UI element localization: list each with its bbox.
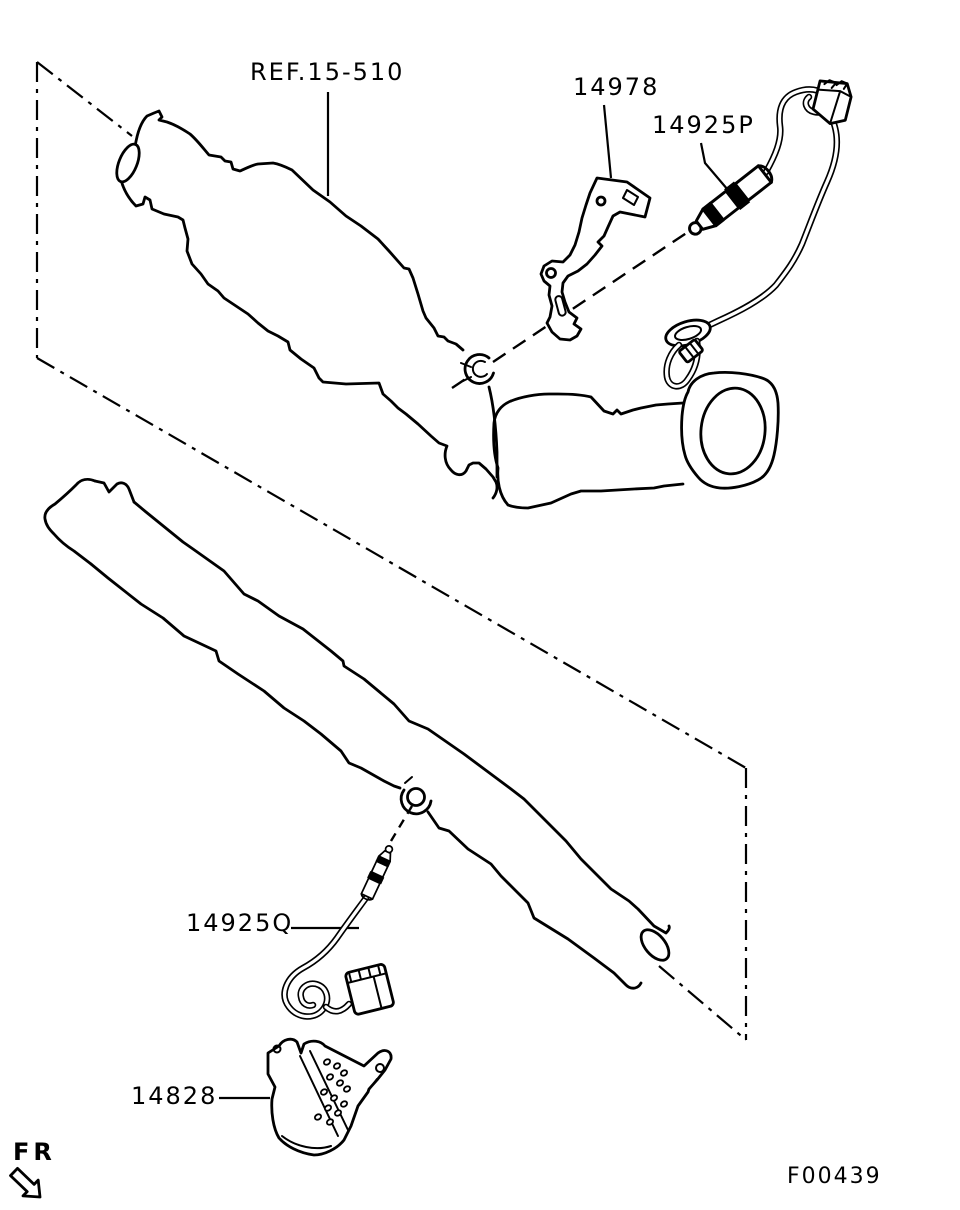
rear-sensor-alignment-line xyxy=(389,805,414,842)
assembly-boundary-lines xyxy=(35,61,748,1041)
heat-shield-14828-drawing xyxy=(266,1037,393,1157)
sensor-boss xyxy=(399,776,433,816)
harness-fitting xyxy=(678,338,704,364)
part-label-14925Q[interactable]: 14925Q xyxy=(186,909,294,937)
part-label-14925P[interactable]: 14925P xyxy=(652,111,755,139)
oxygen-sensor-14925P-drawing xyxy=(663,79,853,390)
part-label-14978[interactable]: 14978 xyxy=(573,73,660,101)
fr-direction-arrow-icon xyxy=(9,1167,42,1199)
front-direction-label: FR xyxy=(13,1138,56,1166)
bracket-14978-drawing xyxy=(539,176,652,342)
oxygen-sensor-14925Q-drawing xyxy=(281,842,399,1020)
figure-code-label: F00439 xyxy=(787,1164,882,1189)
ref-label[interactable]: REF.15-510 xyxy=(250,58,405,86)
front-sensor-alignment-line xyxy=(451,231,689,389)
rear-pipe-fitting-drawing xyxy=(492,370,780,510)
sensor-connector-14925Q xyxy=(344,963,395,1016)
pipe-open-end xyxy=(639,928,671,962)
center-pipe-drawing xyxy=(43,477,671,990)
part-label-14828[interactable]: 14828 xyxy=(131,1082,218,1110)
flange-opening xyxy=(699,386,767,476)
shield-perforations xyxy=(313,1058,352,1126)
sensor-connector-14925P xyxy=(811,79,853,126)
gasket-ring-drawing xyxy=(460,353,495,385)
front-exhaust-pipe-drawing xyxy=(115,109,499,500)
